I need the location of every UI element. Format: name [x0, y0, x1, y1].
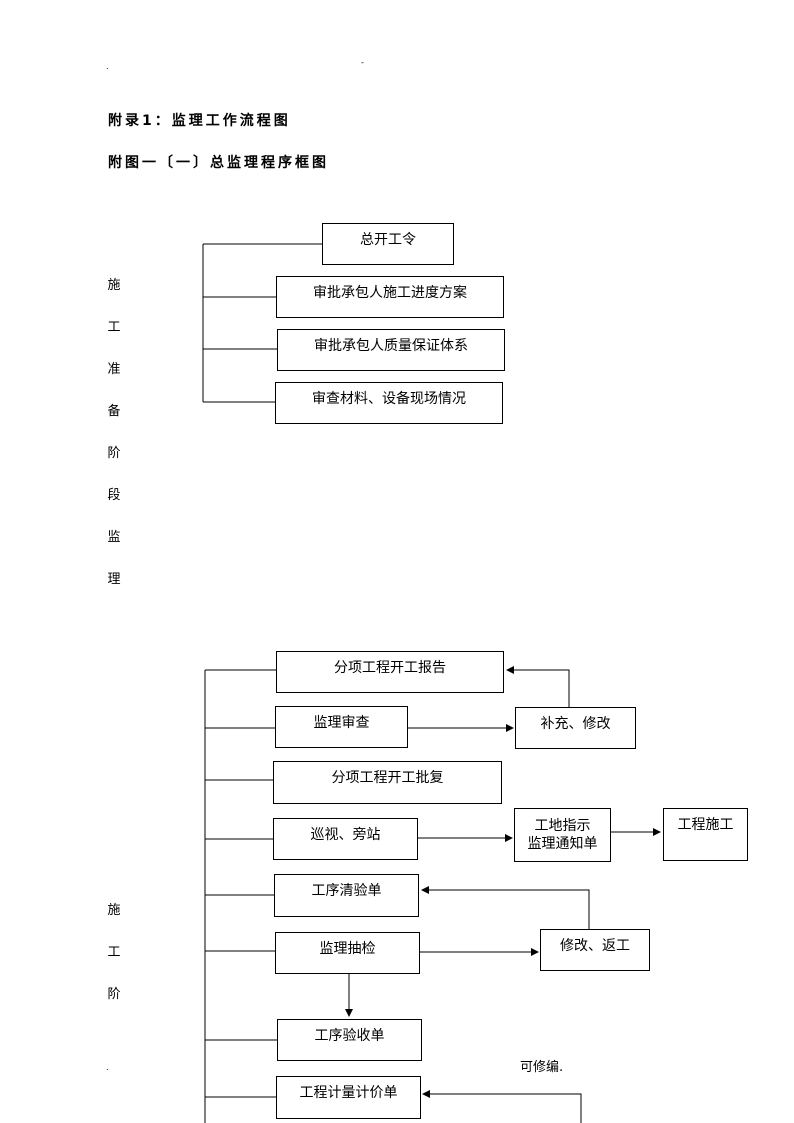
header-dot: . — [106, 62, 109, 71]
box-start-approval: 分项工程开工批复 — [273, 761, 502, 804]
arrow-rework-to-processcheck — [421, 886, 590, 929]
box-site-notice: 工地指示 监理通知单 — [514, 808, 611, 862]
section1-side-label: 施 工 准 备 阶 段 监 理 — [106, 265, 122, 601]
editable-note: 可修编. — [520, 1060, 564, 1075]
box-patrol-station: 巡视、旁站 — [273, 818, 418, 860]
section2-side-label: 施 工 阶 — [106, 890, 122, 1016]
box-process-accept: 工序验收单 — [277, 1019, 422, 1061]
box-approve-quality: 审批承包人质量保证体系 — [277, 329, 505, 371]
side-char: 阶 — [107, 987, 121, 1002]
side-char: 监 — [107, 530, 121, 545]
side-char: 施 — [107, 278, 121, 293]
box-supplement-revise: 补充、修改 — [515, 707, 636, 749]
side-char: 备 — [107, 404, 121, 419]
arrow-to-measure-price — [422, 1090, 582, 1123]
box-measure-price: 工程计量计价单 — [276, 1076, 421, 1119]
box-start-report: 分项工程开工报告 — [276, 651, 504, 693]
box-start-order: 总开工令 — [322, 223, 454, 265]
side-char: 工 — [107, 945, 121, 960]
side-char: 阶 — [107, 446, 121, 461]
arrow-supplement-to-report — [506, 666, 570, 707]
appendix-title: 附录1：监理工作流程图 — [108, 113, 291, 129]
figure-title: 附图一〔一〕总监理程序框图 — [108, 155, 329, 171]
box-inspect-materials: 审查材料、设备现场情况 — [275, 382, 503, 424]
box-spot-check: 监理抽检 — [275, 932, 420, 974]
box-construction: 工程施工 — [663, 808, 748, 861]
box-approve-schedule: 审批承包人施工进度方案 — [276, 276, 504, 318]
side-char: 理 — [107, 572, 121, 587]
side-char: 施 — [107, 903, 121, 918]
box-supervisor-review: 监理审查 — [275, 706, 408, 748]
side-char: 准 — [107, 362, 121, 377]
side-char: 工 — [107, 320, 121, 335]
box-revise-rework: 修改、返工 — [540, 929, 650, 971]
box-process-check: 工序清验单 — [274, 874, 419, 917]
header-dash: - — [361, 58, 364, 67]
footer-dot: . — [106, 1063, 109, 1072]
side-char: 段 — [107, 488, 121, 503]
